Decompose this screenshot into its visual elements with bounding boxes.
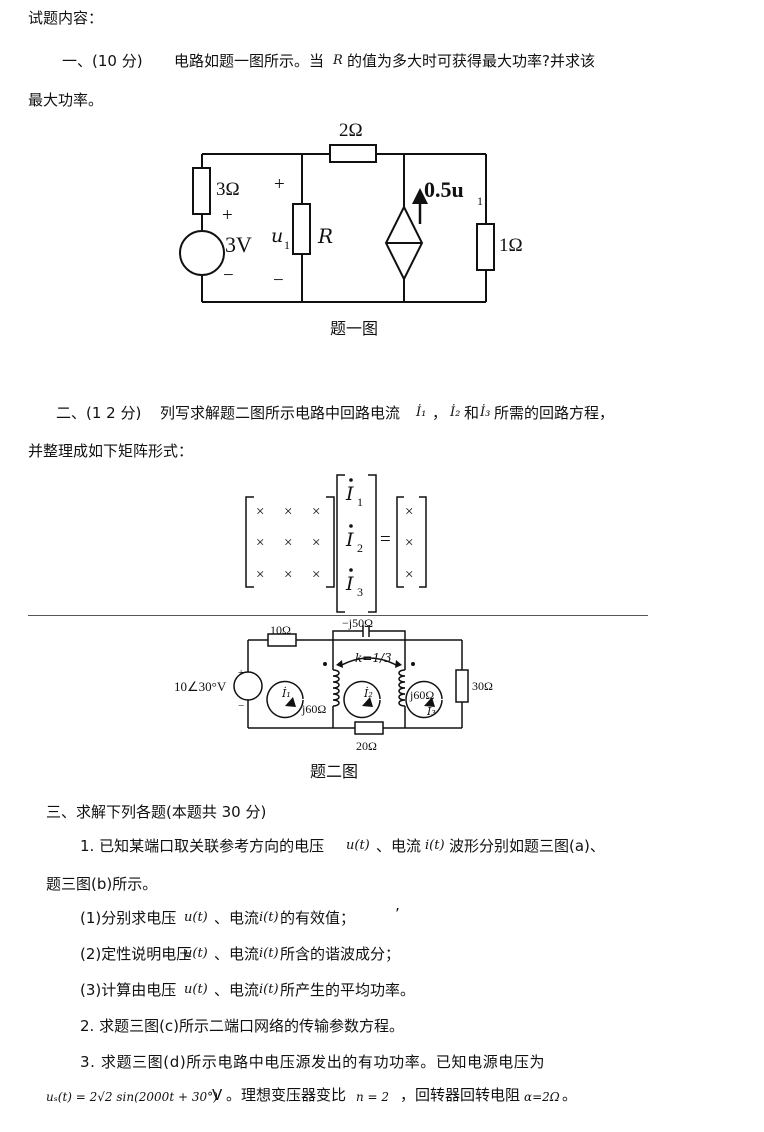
matrix-cell: × xyxy=(312,535,321,551)
q2-mesh-i2: İ₂ xyxy=(364,687,373,700)
matrix-cell: × xyxy=(256,504,265,520)
q3-s2-text-c: 所含的谐波成分； xyxy=(280,945,401,963)
matrix-cell: × xyxy=(284,567,293,583)
q2-label-minus: − xyxy=(238,700,245,712)
q3-p1-u: u(t) xyxy=(346,838,370,853)
q3-p1-text-a: 1. 已知某端口取关联参考方向的电压 xyxy=(80,837,325,855)
matrix-rhs-cell: × xyxy=(405,567,414,583)
q3-unit: V xyxy=(212,1086,223,1104)
q3-s3-text-b: 、电流 xyxy=(214,981,260,999)
q3-s3-i: i(t) xyxy=(259,982,279,997)
q1-text-a: 电路如题一图所示。当 xyxy=(174,52,325,70)
q2-sep: ， xyxy=(432,404,448,422)
q3-p1-line2: 题三图(b)所示。 xyxy=(46,875,158,893)
matrix-equals: = xyxy=(380,529,391,550)
q1-label-u1: u xyxy=(271,225,284,247)
q2-and: 和 xyxy=(464,404,480,422)
matrix-current-sub: 2 xyxy=(357,541,363,555)
q1-label-u1-sub: 1 xyxy=(284,238,290,252)
matrix-cell: × xyxy=(256,567,265,583)
q3-p3-text-c: ，回转器回转电阻 xyxy=(400,1086,521,1104)
q2-mesh-i1: İ₁ xyxy=(282,687,291,700)
matrix-cell: × xyxy=(284,504,293,520)
q1-label-source: 3V xyxy=(225,232,252,257)
q1-label-minus-left: − xyxy=(223,265,234,286)
q3-ratio: n = 2 xyxy=(356,1090,390,1104)
q2-current-i3: İ₃ xyxy=(480,405,491,420)
matrix-current: I xyxy=(346,573,354,595)
q3-p3: 3. 求题三图(d)所示电路中电压源发出的有功功率。已知电源电压为 xyxy=(80,1053,546,1071)
q1-number: 一、(10 分) xyxy=(62,52,143,70)
q1-figure-caption: 题一图 xyxy=(330,319,379,338)
matrix-cell: × xyxy=(256,535,265,551)
q3-s2-i: i(t) xyxy=(259,946,279,961)
q1-label-2ohm: 2Ω xyxy=(339,120,363,141)
q3-s2-u: u(t) xyxy=(184,946,208,961)
q3-s2-text-b: 、电流 xyxy=(214,945,260,963)
q2-label-inductor-1: j60Ω xyxy=(302,702,327,716)
q3-s1-i: i(t) xyxy=(259,910,279,925)
q1-label-plus-src: + xyxy=(222,205,233,226)
q3-p1-text-b: 、电流 xyxy=(376,837,422,855)
q2-text-line2: 并整理成如下矩阵形式： xyxy=(28,442,194,460)
matrix-rhs-cell: × xyxy=(405,535,414,551)
q3-p1-i: i(t) xyxy=(425,838,445,853)
q3-heading: 三、求解下列各题(本题共 30 分) xyxy=(46,803,267,821)
q2-label-coupling: k=1/3 xyxy=(355,651,392,665)
q3-formula: uₛ(t) = 2√2 sin(2000t + 30°) xyxy=(46,1090,218,1104)
q3-s2-text-a: (2)定性说明电压 xyxy=(80,945,192,963)
q2-number: 二、(1 2 分) xyxy=(56,404,142,422)
q1-text-b: 的值为多大时可获得最大功率?并求该 xyxy=(347,52,595,70)
q1-label-3ohm: 3Ω xyxy=(216,179,240,200)
q2-text-b: 所需的回路方程， xyxy=(494,404,615,422)
matrix-rhs-cell: × xyxy=(405,504,414,520)
matrix-cell: × xyxy=(312,567,321,583)
q1-label-controlled: 0.5u xyxy=(424,177,464,202)
q1-label-minus-mid: − xyxy=(273,270,284,291)
q2-mesh-i3: İ₃ xyxy=(427,705,436,718)
matrix-current: I xyxy=(346,483,354,505)
q1-text-line2: 最大功率。 xyxy=(28,91,104,109)
q3-s1-text-a: (1)分别求电压 xyxy=(80,909,177,927)
q2-label-inductor-2: j60Ω xyxy=(410,688,435,702)
q3-s3-text-c: 所产生的平均功率。 xyxy=(280,981,416,999)
q2-current-i2: İ₂ xyxy=(450,405,461,420)
q1-var-r: R xyxy=(333,53,343,68)
q2-figure-caption: 题二图 xyxy=(310,762,359,781)
q1-label-1ohm: 1Ω xyxy=(499,235,523,256)
matrix-current-sub: 3 xyxy=(357,585,363,599)
q1-circuit-diagram xyxy=(179,144,495,303)
q3-p2: 2. 求题三图(c)所示二端口网络的传输参数方程。 xyxy=(80,1017,405,1035)
q2-circuit-diagram xyxy=(233,625,469,735)
matrix-current: I xyxy=(346,529,354,551)
q2-current-i1: İ₁ xyxy=(416,405,427,420)
q3-s1-u: u(t) xyxy=(184,910,208,925)
matrix-cell: × xyxy=(284,535,293,551)
q3-s1-mark: ’ xyxy=(395,905,400,923)
q3-s3-text-a: (3)计算由电压 xyxy=(80,981,177,999)
q3-s3-u: u(t) xyxy=(184,982,208,997)
q3-p3-text-b: 。理想变压器变比 xyxy=(226,1086,347,1104)
section-title: 试题内容： xyxy=(28,9,104,27)
q2-label-source: 10∠30°V xyxy=(174,679,227,694)
q3-p1-text-c: 波形分别如题三图(a)、 xyxy=(449,837,605,855)
q2-matrix-brackets xyxy=(245,474,427,613)
divider xyxy=(28,615,648,616)
q3-gyrator: α=2Ω xyxy=(524,1090,560,1104)
q2-label-20ohm: 20Ω xyxy=(356,739,377,753)
q1-label-plus-top: + xyxy=(274,174,285,195)
q3-s1-text-b: 、电流 xyxy=(214,909,260,927)
q3-p3-end: 。 xyxy=(562,1086,578,1104)
matrix-current-sub: 1 xyxy=(357,495,363,509)
q1-label-r: R xyxy=(318,224,334,248)
q2-label-30ohm: 30Ω xyxy=(472,679,493,693)
q2-label-capacitor: −j50Ω xyxy=(342,616,374,630)
matrix-cell: × xyxy=(312,504,321,520)
q2-text-a: 列写求解题二图所示电路中回路电流 xyxy=(160,404,401,422)
q1-label-controlled-sub: 1 xyxy=(477,194,483,208)
q2-label-10ohm: 10Ω xyxy=(270,623,291,637)
q3-s1-text-c: 的有效值； xyxy=(280,909,356,927)
q2-label-plus: + xyxy=(238,667,245,679)
